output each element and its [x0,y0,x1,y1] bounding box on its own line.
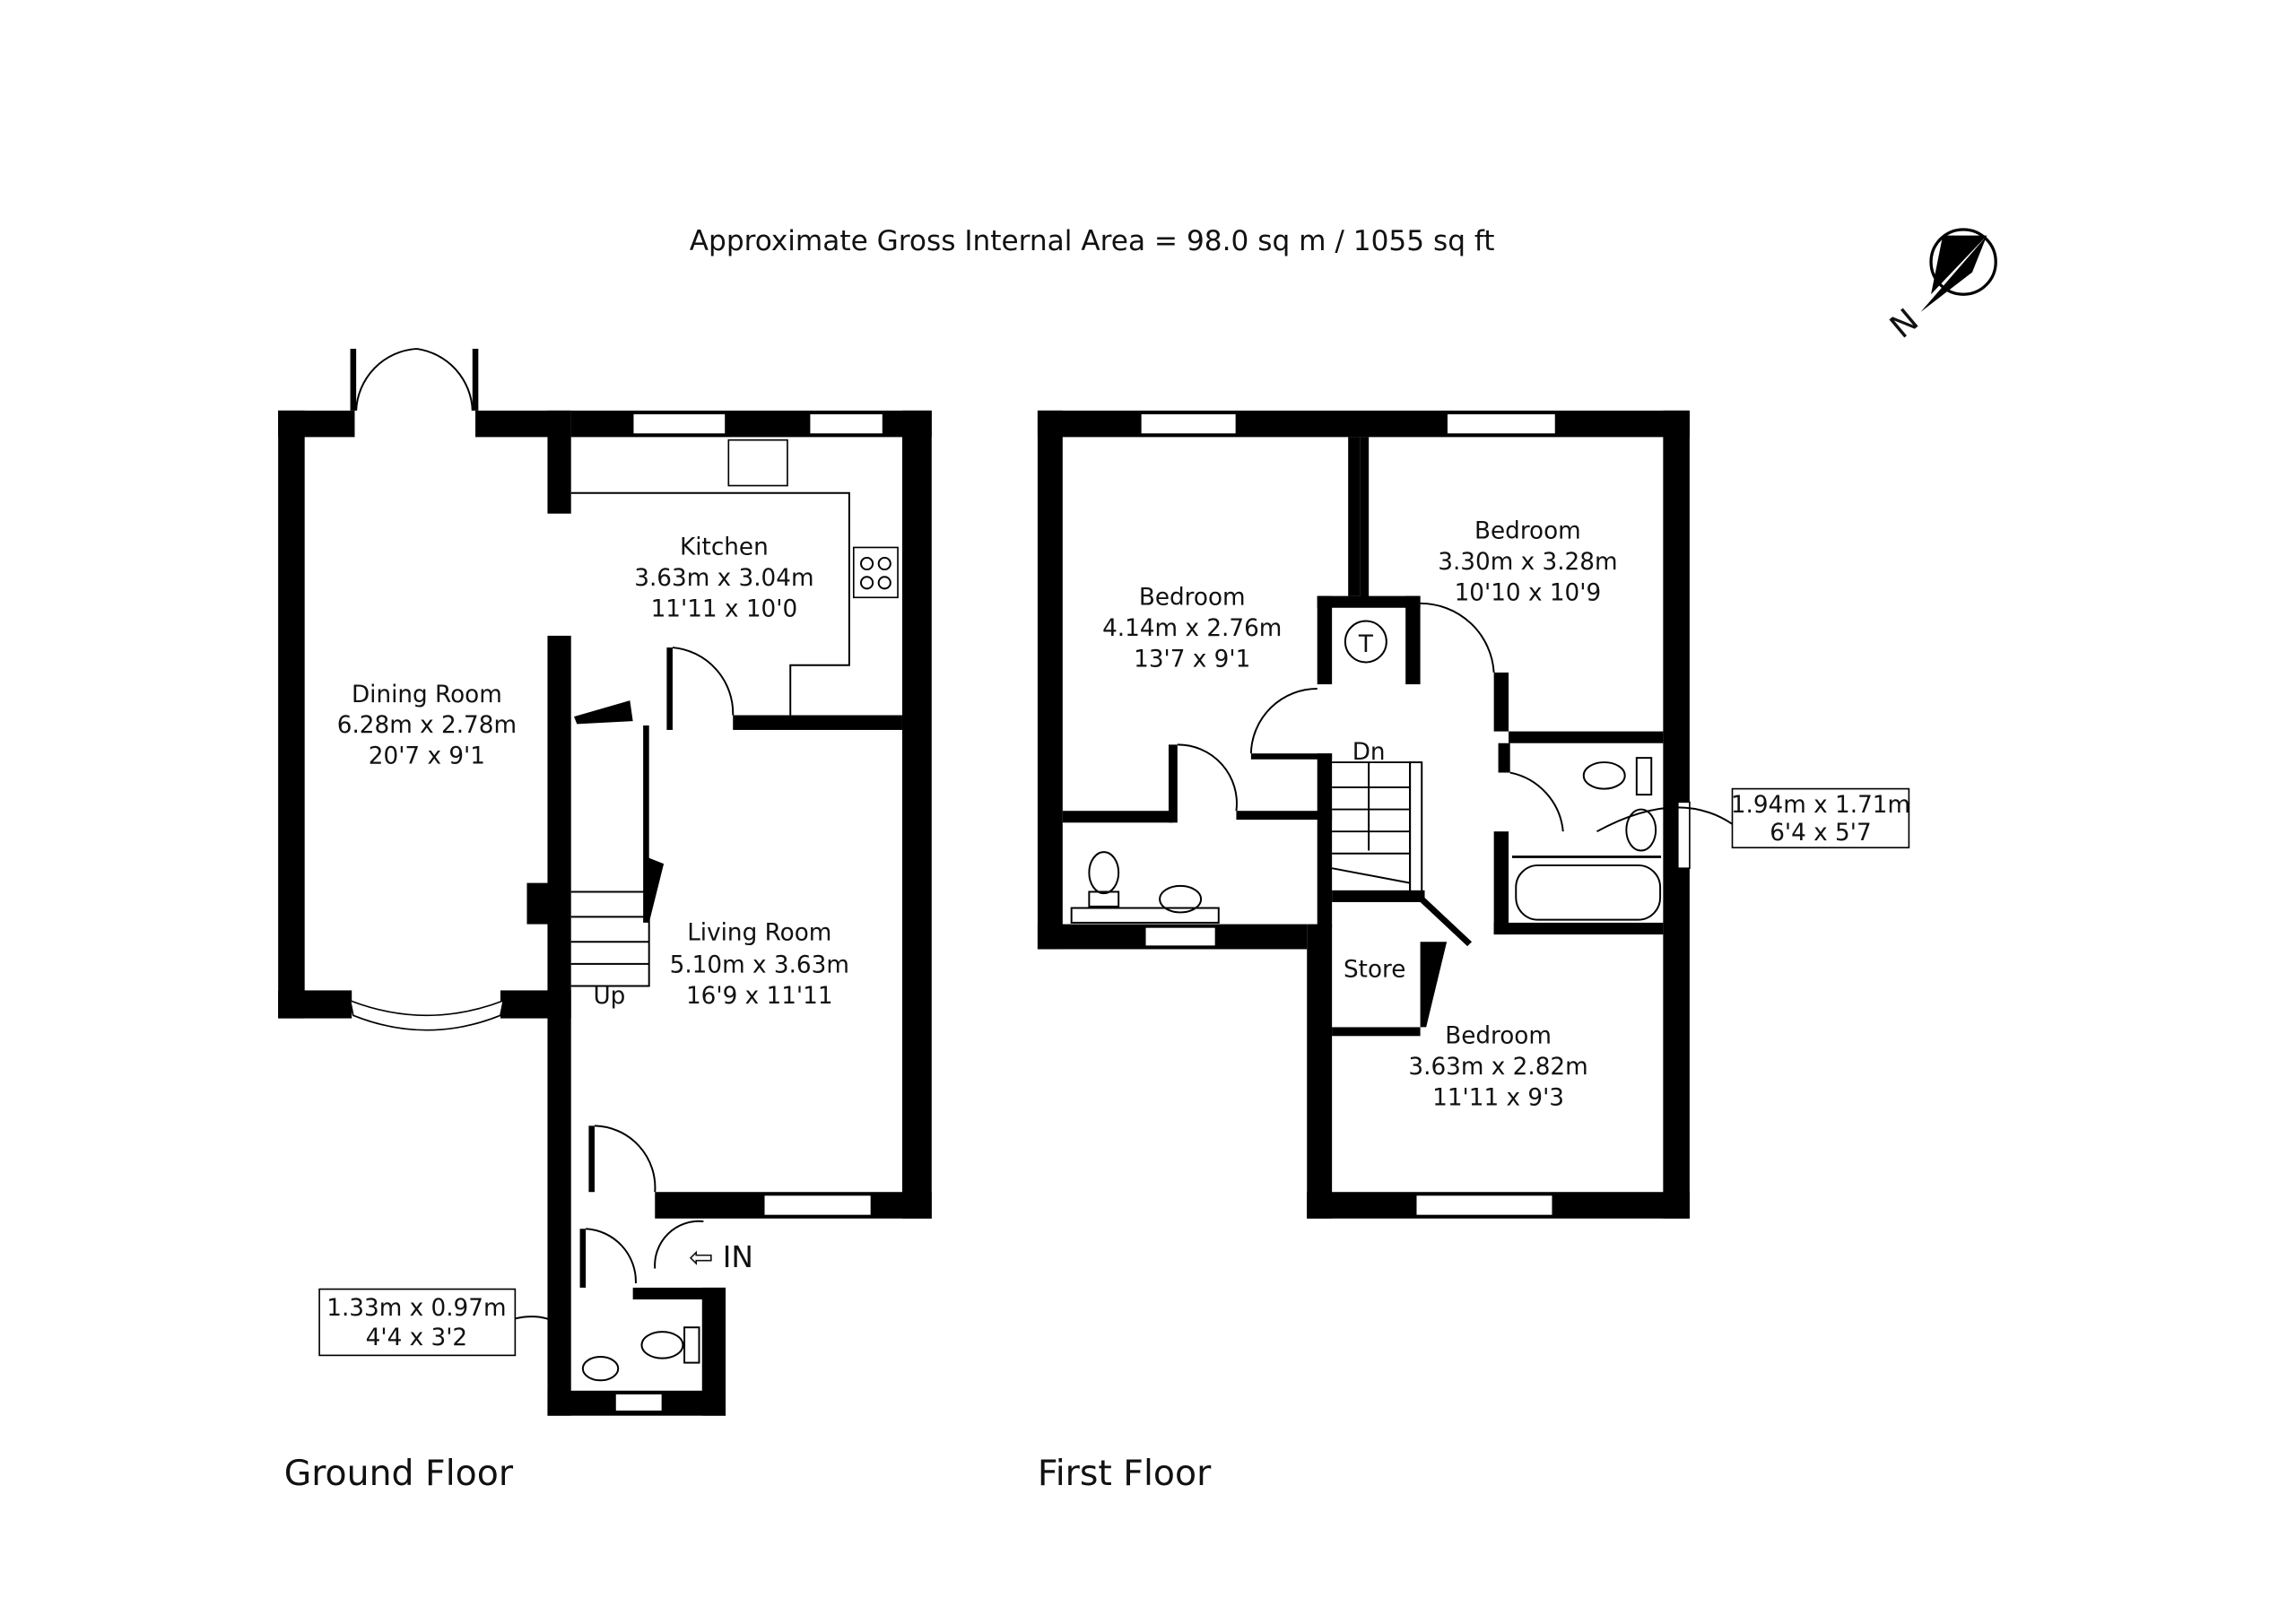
entrance-label: IN [723,1240,753,1274]
dining-room-metric: 6.28m x 2.78m [337,712,517,739]
dining-room-name: Dining Room [352,682,502,708]
tank-label: T [1358,631,1374,658]
first-floor-plan: T Dn Store Be [1037,410,1910,1494]
ground-floor-title: Ground Floor [284,1453,514,1494]
wc-callout-metric: 1.33m x 0.97m [326,1295,506,1322]
wc-callout-imperial: 4'4 x 3'2 [366,1325,467,1351]
stairs-down-label: Dn [1352,739,1386,766]
ground-floor-plan: Kitchen 3.63m x 3.04m 11'11 x 10'0 Dinin… [278,347,932,1494]
compass-north-label: N [1883,300,1926,345]
bedroom-1-name: Bedroom [1139,584,1246,611]
bathroom-callout-metric: 1.94m x 1.71m [1731,792,1910,819]
bedroom-2-imperial: 10'10 x 10'9 [1455,580,1602,607]
first-floor-title: First Floor [1038,1453,1212,1494]
kitchen-imperial: 11'11 x 10'0 [651,596,798,623]
store-label: Store [1344,957,1405,984]
north-compass-icon: N [1883,228,1997,346]
living-room-name: Living Room [687,920,831,947]
bedroom-1-imperial: 13'7 x 9'1 [1134,646,1250,673]
kitchen-metric: 3.63m x 3.04m [634,565,813,592]
gross-area-title: Approximate Gross Internal Area = 98.0 s… [690,225,1495,257]
kitchen-name: Kitchen [680,534,769,561]
bedroom-3-imperial: 11'11 x 9'3 [1432,1084,1564,1111]
living-room-imperial: 16'9 x 11'11 [686,983,833,1010]
stairs-up-label: Up [593,983,625,1010]
bathroom-callout-imperial: 6'4 x 5'7 [1770,820,1871,847]
living-room-metric: 5.10m x 3.63m [670,952,849,979]
bedroom-2-name: Bedroom [1474,518,1581,545]
bedroom-3-metric: 3.63m x 2.82m [1408,1054,1587,1081]
dining-room-imperial: 20'7 x 9'1 [369,743,485,770]
bedroom-3-name: Bedroom [1445,1022,1552,1049]
entrance-arrow-icon: ⇦ [689,1240,714,1274]
bedroom-2-metric: 3.30m x 3.28m [1438,549,1617,576]
bedroom-1-metric: 4.14m x 2.76m [1102,615,1282,642]
